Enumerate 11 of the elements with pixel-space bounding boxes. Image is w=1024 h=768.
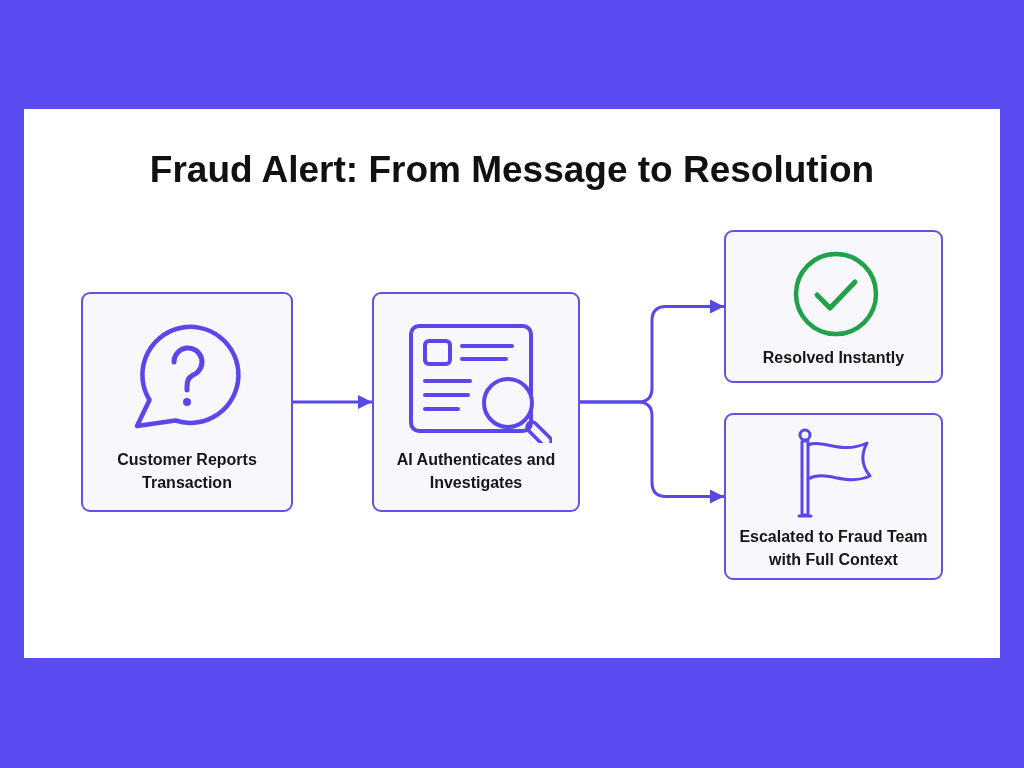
process-box	[724, 413, 943, 580]
step-label: Escalated to Fraud Team with Full Context	[738, 527, 929, 570]
arrow	[293, 395, 372, 409]
process-box	[81, 292, 293, 512]
process-box	[372, 292, 580, 512]
process-box	[724, 230, 943, 383]
step-label: AI Authenticates and Investigates	[395, 450, 557, 493]
arrow	[580, 400, 724, 504]
diagram-title: Fraud Alert: From Message to Resolution	[148, 149, 876, 191]
step-label: Customer Reports Transaction	[116, 450, 258, 493]
step-label: Resolved Instantly	[761, 348, 906, 368]
